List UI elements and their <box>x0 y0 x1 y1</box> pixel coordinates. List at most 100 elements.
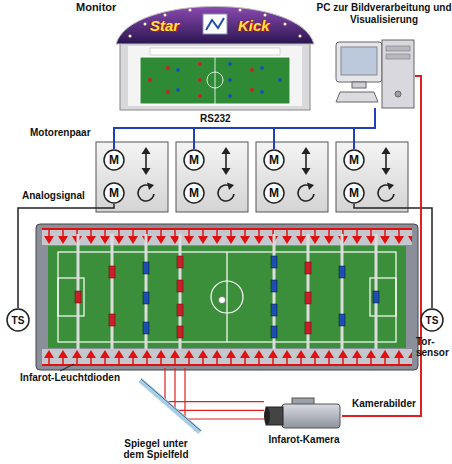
motor-symbol: M <box>183 149 205 171</box>
node-label: TS <box>420 308 444 332</box>
circle-shape <box>184 183 204 203</box>
motor-symbol: M <box>263 182 285 204</box>
motor-pair-box <box>336 142 408 212</box>
foosball-table <box>36 224 418 370</box>
red-players <box>148 62 254 98</box>
logo-mark <box>206 18 224 30</box>
logo-box <box>203 14 227 34</box>
node-label: TS <box>6 308 30 332</box>
pc-screen <box>341 47 377 75</box>
node-label: M <box>343 182 365 204</box>
node-label: M <box>183 182 205 204</box>
connector-line <box>194 108 375 149</box>
motor-symbol: M <box>103 149 125 171</box>
node-label: M <box>263 182 285 204</box>
drive-slot <box>386 46 410 51</box>
camera-node: Infarot-Kamera <box>266 402 342 430</box>
text-label: Star <box>150 18 194 34</box>
mirror <box>140 380 200 432</box>
circle-shape <box>344 150 364 170</box>
ball <box>219 297 226 304</box>
circle-shape <box>421 309 443 331</box>
motor-pair-box <box>96 142 168 212</box>
text-label: Kick <box>238 18 282 34</box>
drive-slot <box>386 54 410 59</box>
pc-monitor <box>336 42 382 82</box>
pc-stand <box>352 82 366 88</box>
motor-symbol: M <box>343 149 365 171</box>
rods <box>78 234 376 362</box>
node-label: Infarot-Kamera <box>254 434 354 446</box>
playing-field <box>48 246 406 348</box>
connector-line <box>354 108 375 149</box>
pc-illustration <box>336 40 414 108</box>
leader-line <box>60 364 74 371</box>
connector-line <box>354 204 432 308</box>
pc-keyboard <box>336 92 378 102</box>
edge-label: Kamerabilder <box>352 398 416 409</box>
text-label: Motorenpaar <box>30 127 96 138</box>
pc-node: PC zur Bildverarbeitung und Visualisieru… <box>335 38 415 108</box>
monitor-bezel <box>120 40 310 110</box>
monitor-screen <box>128 46 302 106</box>
node-label: M <box>103 149 125 171</box>
score-bar <box>150 48 280 55</box>
red-figures <box>75 256 311 338</box>
infrared-camera <box>264 398 340 428</box>
text-label: Tor- sensor <box>416 336 452 358</box>
circle-shape <box>104 150 124 170</box>
connector-line <box>342 76 421 416</box>
motor-symbol: M <box>343 182 365 204</box>
connector-line <box>274 108 375 149</box>
circle-shape <box>184 150 204 170</box>
blue-figures <box>143 256 379 338</box>
text-label: Spiegel unter dem Spielfeld <box>116 438 196 460</box>
circle-shape <box>104 183 124 203</box>
field-circle <box>207 72 223 88</box>
goal-sensor: TS <box>6 308 30 332</box>
screen-field <box>140 57 290 104</box>
text-label: Infarot-Leuchtdioden <box>20 372 140 383</box>
node-label: M <box>183 149 205 171</box>
led-strip <box>42 228 412 230</box>
pc-tower <box>382 40 414 108</box>
text-label: Analogsignal <box>22 190 94 201</box>
node-label: M <box>343 149 365 171</box>
motor-pair-box <box>176 142 248 212</box>
bottom-rail <box>42 349 412 366</box>
led-row <box>42 229 412 245</box>
node-label: M <box>103 182 125 204</box>
table-frame <box>36 224 418 370</box>
led-strip <box>42 364 412 366</box>
node-label: M <box>263 149 285 171</box>
motor-symbol: M <box>183 182 205 204</box>
node-label: PC zur Bildverarbeitung und Visualisieru… <box>316 2 452 26</box>
circle-shape <box>7 309 29 331</box>
blue-players <box>176 62 282 98</box>
led-row <box>42 349 412 365</box>
text-label: RS232 <box>200 113 240 124</box>
camera-body <box>282 404 340 428</box>
motor-symbol: M <box>263 149 285 171</box>
top-rail <box>42 228 412 245</box>
arch-lights <box>129 9 302 38</box>
text-label: Monitor <box>76 2 136 13</box>
monitor-arch <box>116 7 314 45</box>
lens-front <box>264 407 270 425</box>
field-line <box>215 57 216 104</box>
power-button <box>395 91 401 97</box>
circle-shape <box>264 150 284 170</box>
field-markings <box>58 252 396 342</box>
motor-pair-box <box>256 142 328 212</box>
mirror-edge <box>141 379 201 431</box>
motor-symbol: M <box>103 182 125 204</box>
connector-line <box>18 204 114 308</box>
goal-sensor: TS <box>420 308 444 332</box>
circle-shape <box>264 183 284 203</box>
connector-line <box>114 108 375 149</box>
circle-shape <box>344 183 364 203</box>
